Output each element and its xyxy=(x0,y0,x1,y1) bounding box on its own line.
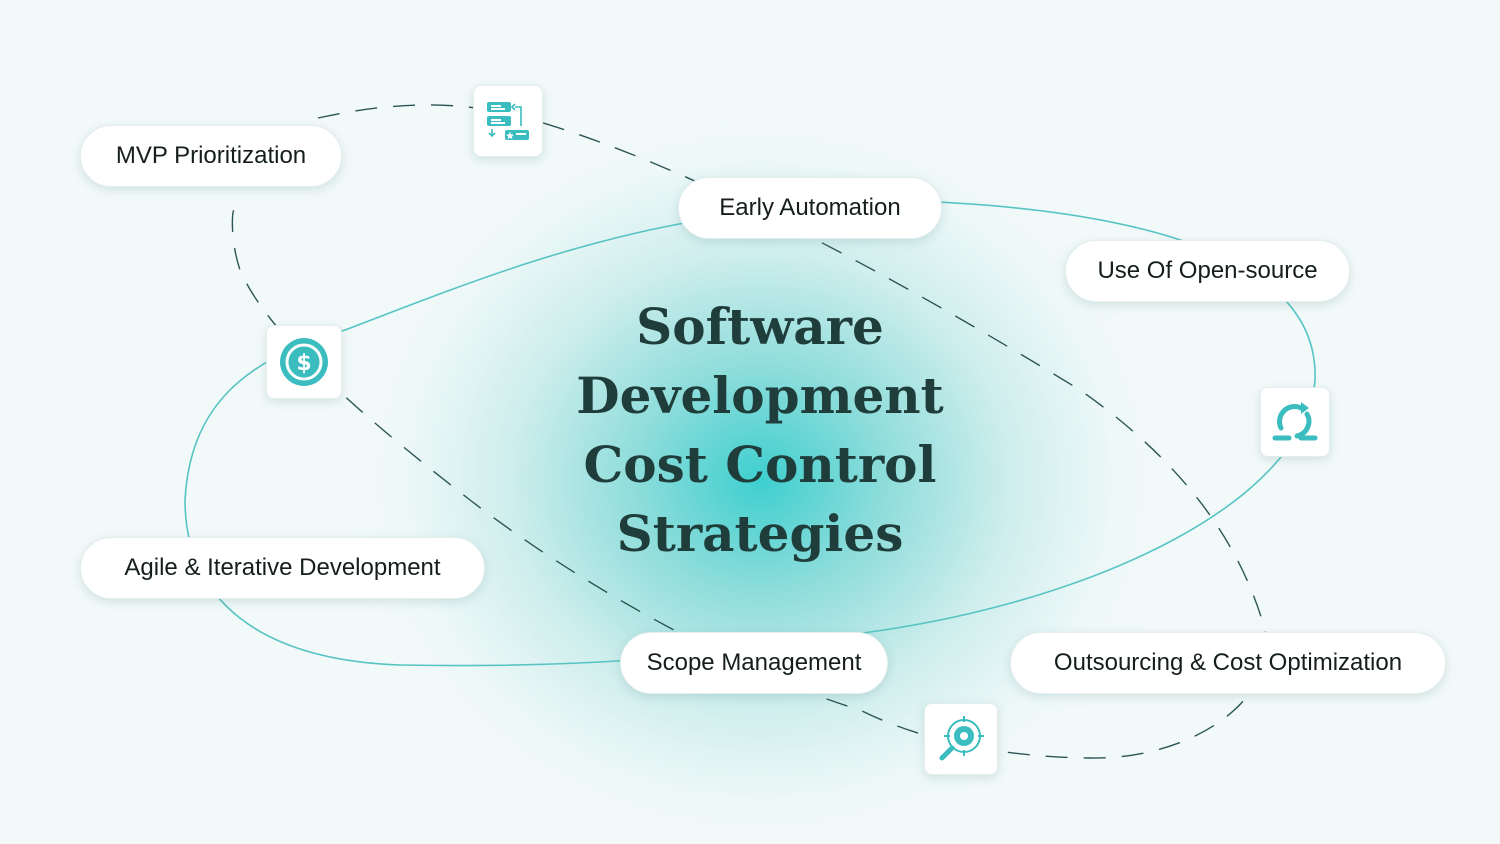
task-priority-icon-box xyxy=(473,85,543,157)
strategy-label: Outsourcing & Cost Optimization xyxy=(1053,649,1403,676)
strategy-open-source: Use Of Open-source xyxy=(1065,240,1350,302)
title-line-3: Cost Control xyxy=(583,435,937,494)
title-line-2: Development xyxy=(576,366,944,425)
cycle-arrows-icon xyxy=(1272,402,1318,441)
cycle-arrows-icon-box xyxy=(1260,387,1330,457)
search-target-icon xyxy=(939,716,984,761)
strategy-agile-iterative: Agile & Iterative Development xyxy=(80,537,485,599)
strategy-label: Use Of Open-source xyxy=(1097,257,1318,284)
strategy-scope-management: Scope Management xyxy=(620,632,888,694)
svg-text:$: $ xyxy=(296,351,311,376)
dollar-coin-icon: $ xyxy=(280,338,328,386)
strategy-label: Early Automation xyxy=(719,194,901,221)
diagram-title: Software Development Cost Control Strate… xyxy=(500,292,1020,568)
strategy-label: MVP Prioritization xyxy=(115,142,307,169)
search-target-icon-box xyxy=(924,703,998,775)
strategy-label: Agile & Iterative Development xyxy=(124,554,441,581)
strategy-early-automation: Early Automation xyxy=(678,177,942,239)
title-line-4: Strategies xyxy=(616,504,904,563)
task-priority-icon xyxy=(487,102,529,140)
dashed-ellipse-line xyxy=(231,104,1268,759)
dollar-coin-icon-box: $ xyxy=(266,325,342,399)
strategy-label: Scope Management xyxy=(646,649,862,676)
strategy-outsourcing: Outsourcing & Cost Optimization xyxy=(1010,632,1446,694)
strategy-mvp-prioritization: MVP Prioritization xyxy=(80,125,342,187)
title-line-1: Software xyxy=(636,297,884,356)
